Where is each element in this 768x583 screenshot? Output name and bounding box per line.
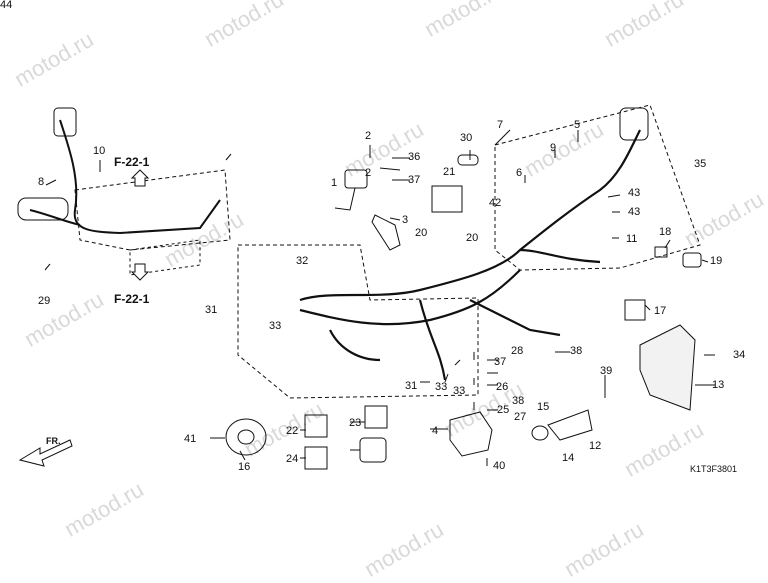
part-number-label: 42: [489, 197, 502, 209]
part-25-cover: [359, 437, 387, 463]
part-number-label: 27: [514, 411, 527, 423]
ref-label-lower: F-22-1: [114, 292, 150, 306]
clip-box: [129, 239, 201, 276]
part-3-connector: [371, 214, 401, 251]
part-number-label: 9: [550, 142, 557, 154]
part-31-band: [457, 154, 479, 166]
part-number-label: 31: [405, 380, 418, 392]
diagram-code: K1T3F3801: [690, 464, 738, 474]
part-number-label: 2: [365, 130, 372, 142]
part-number-label: 3: [402, 214, 409, 226]
part-number-label: 1: [331, 177, 338, 189]
part-number-label: 36: [408, 151, 421, 163]
part-number-label: 17: [654, 305, 667, 317]
part-number-label: 44: [0, 0, 13, 11]
part-number-label: 40: [493, 460, 506, 472]
part-number-label: 19: [710, 255, 723, 267]
part-number-label: 31: [205, 304, 218, 316]
part-number-label: 12: [589, 440, 602, 452]
part-number-label: 2: [365, 167, 372, 179]
part-number-label: 14: [562, 452, 575, 464]
part-number-label: 35: [694, 158, 707, 170]
part-22-connector: [304, 414, 328, 438]
part-number-label: 30: [460, 132, 473, 144]
left-connector-b: [53, 107, 77, 137]
part-number-label: 20: [415, 227, 428, 239]
part-19-clip: [654, 246, 668, 258]
part-18-clip: [682, 252, 702, 268]
part-number-label: 16: [238, 461, 251, 473]
part-number-label: 23: [349, 417, 362, 429]
part-number-label: 28: [511, 345, 524, 357]
ref-label-upper: F-22-1: [114, 155, 150, 169]
part-number-label: 7: [497, 119, 504, 131]
part-13-bracket: [639, 324, 696, 411]
part-number-label: 8: [38, 176, 45, 188]
part-number-label: 32: [296, 255, 309, 267]
part-number-label: 29: [38, 295, 51, 307]
front-label: FR.: [46, 436, 61, 446]
ref-arrow-up-icon: [130, 169, 150, 187]
part-number-label: 21: [443, 166, 456, 178]
part-16-horn: [225, 418, 267, 456]
part-number-label: 34: [733, 349, 746, 361]
part-number-label: 41: [184, 433, 197, 445]
ref-arrow-down-icon: [130, 263, 150, 281]
part-number-label: 26: [496, 381, 509, 393]
part-4-unit: [449, 411, 493, 457]
part-number-label: 4: [432, 425, 439, 437]
front-arrow-icon: [18, 439, 73, 467]
part-number-label: 43: [628, 206, 641, 218]
part-12-bracket: [547, 409, 593, 441]
part-number-label: 38: [570, 345, 583, 357]
part-36-connector: [619, 107, 649, 141]
part-number-label: 13: [712, 379, 725, 391]
left-harness: [29, 119, 221, 235]
part-number-label: 33: [453, 385, 466, 397]
part-number-label: 15: [537, 401, 550, 413]
part-number-label: 20: [466, 232, 479, 244]
part-number-label: 24: [286, 453, 299, 465]
left-harness-outline: [74, 169, 231, 251]
part-number-label: 22: [286, 425, 299, 437]
part-number-label: 25: [497, 404, 510, 416]
part-1-switch: [344, 169, 368, 189]
main-harness: [299, 129, 641, 381]
part-number-label: 10: [93, 145, 106, 157]
part-number-label: 43: [628, 187, 641, 199]
part-21-relay: [431, 185, 463, 213]
left-connector-a: [17, 197, 69, 221]
part-17-clip: [624, 299, 646, 321]
part-number-label: 33: [435, 381, 448, 393]
part-23-connector: [364, 405, 388, 429]
part-24-connector: [304, 446, 328, 470]
part-number-label: 39: [600, 365, 613, 377]
part-number-label: 18: [659, 226, 672, 238]
part-number-label: 11: [626, 233, 638, 245]
part-number-label: 37: [494, 356, 507, 368]
part-number-label: 5: [574, 119, 581, 131]
part-number-label: 6: [516, 167, 523, 179]
part-number-label: 38: [512, 395, 525, 407]
part-15-bushing: [531, 425, 549, 441]
part-number-label: 37: [408, 174, 421, 186]
part-number-label: 33: [269, 320, 282, 332]
